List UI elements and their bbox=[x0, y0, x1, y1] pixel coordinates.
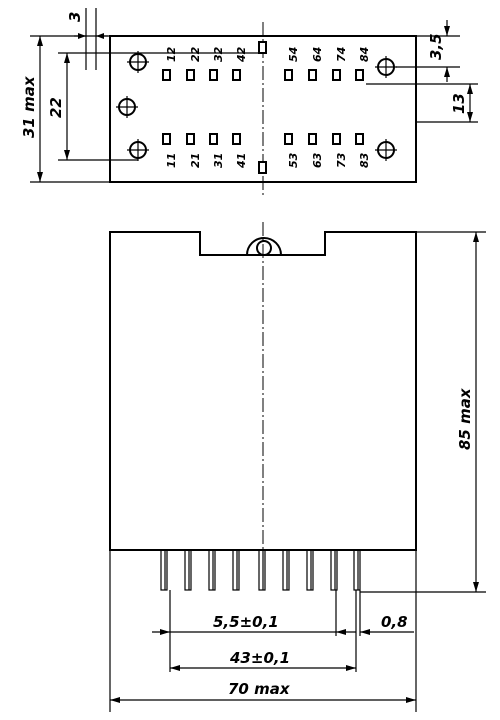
mounting-hole-icon bbox=[375, 139, 397, 161]
dimension-70-max: 70 max bbox=[110, 680, 416, 703]
pin-label: 11 bbox=[165, 153, 178, 168]
pin-label: 73 bbox=[335, 152, 348, 168]
pin-label: 32 bbox=[212, 46, 225, 62]
mounting-hole-icon bbox=[375, 56, 397, 78]
terminal-pins bbox=[160, 549, 361, 591]
top-view: 12 22 32 42 54 64 74 84 11 21 31 41 53 6… bbox=[20, 8, 478, 196]
pin-label: 53 bbox=[287, 152, 300, 168]
mounting-hole-icon bbox=[116, 96, 138, 118]
dimension-31-max: 31 max bbox=[20, 35, 110, 183]
dimension-label: 31 max bbox=[20, 75, 38, 138]
dimension-label: 85 max bbox=[456, 387, 474, 450]
pin-label: 41 bbox=[235, 153, 248, 169]
pin-label: 83 bbox=[358, 152, 371, 168]
pin-row-bottom bbox=[162, 133, 364, 145]
pin-label: 84 bbox=[358, 47, 371, 62]
front-view: 85 max 5,5±0,1 0,8 43±0,1 bbox=[109, 222, 486, 712]
dimension-label: 22 bbox=[47, 97, 65, 118]
dimension-label: 70 max bbox=[228, 680, 291, 698]
coil-pin-bottom bbox=[258, 161, 267, 174]
dimension-label: 5,5±0,1 bbox=[213, 613, 279, 631]
dimension-pin-width: 0,8 bbox=[360, 613, 414, 635]
mounting-lug bbox=[245, 237, 283, 256]
dimension-label: 3,5 bbox=[427, 33, 445, 60]
dimension-3: 3 bbox=[66, 8, 108, 70]
dimension-3-5: 3,5 bbox=[396, 20, 460, 82]
dimension-label: 13 bbox=[450, 93, 468, 114]
pin-label: 22 bbox=[189, 46, 202, 62]
mounting-hole-icon bbox=[127, 51, 149, 73]
mounting-hole-icon bbox=[127, 139, 149, 161]
dimension-label: 3 bbox=[66, 12, 84, 22]
coil-pin-top bbox=[258, 41, 267, 54]
pin-label: 42 bbox=[235, 46, 248, 63]
dimension-22: 22 bbox=[47, 52, 263, 161]
mounting-lug-hole-icon bbox=[256, 240, 272, 256]
dimension-pitch: 5,5±0,1 bbox=[152, 613, 356, 635]
dimension-85-max: 85 max bbox=[360, 231, 486, 593]
dimension-label: 0,8 bbox=[381, 613, 408, 631]
pin-label: 63 bbox=[311, 152, 324, 168]
dimension-label: 43±0,1 bbox=[229, 649, 290, 667]
pin-label: 31 bbox=[212, 153, 225, 168]
pin-label: 12 bbox=[165, 46, 178, 62]
pin-label: 74 bbox=[335, 47, 348, 62]
pin-row-top bbox=[162, 69, 364, 81]
pin-label: 64 bbox=[311, 47, 324, 62]
dimension-13: 13 bbox=[366, 83, 478, 123]
dimension-43: 43±0,1 bbox=[170, 649, 356, 671]
pin-label: 21 bbox=[189, 153, 202, 168]
pin-label: 54 bbox=[287, 47, 300, 62]
